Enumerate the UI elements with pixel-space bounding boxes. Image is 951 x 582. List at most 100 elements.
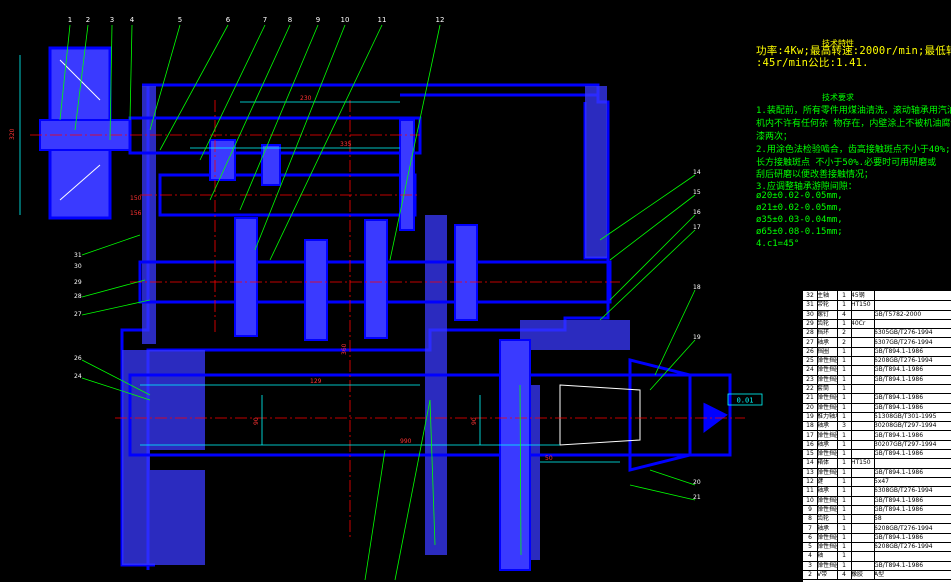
parts-table-cell	[851, 449, 875, 459]
parts-table-cell: HT150	[851, 458, 875, 468]
parts-table-cell: 31	[803, 300, 818, 310]
parts-table-cell: 弹性挡圈	[817, 449, 838, 459]
parts-table-cell	[851, 309, 875, 319]
gears	[209, 119, 531, 571]
parts-table-row: 20弹性挡圈1GB/T894.1-1986	[803, 402, 951, 413]
parts-table-cell: 1	[837, 374, 852, 384]
specs-line: 功率:4Kw;最高转速:2000r/min;最低转速	[756, 45, 951, 57]
parts-table-cell: 12	[803, 477, 818, 487]
parts-table-cell: 弹性挡圈	[817, 402, 838, 412]
callout-label: 12	[436, 16, 445, 24]
parts-table-cell: 9	[803, 504, 818, 515]
parts-table-cell: 3	[837, 421, 852, 431]
parts-table-cell: GB/T894.1-1986	[874, 394, 924, 402]
parts-table-cell: 弹性挡圈	[817, 430, 838, 440]
parts-table-cell: 轴承	[817, 523, 838, 533]
callout-label: 1	[68, 16, 72, 24]
callout-label: 8	[288, 16, 292, 24]
parts-table-cell: 10	[803, 495, 818, 505]
parts-table-cell: 2	[837, 337, 852, 347]
parts-table-cell: 弹性挡圈	[817, 495, 838, 505]
parts-table-cell: 3	[803, 560, 818, 570]
parts-table-cell: 6208GB/T276-1994	[874, 357, 933, 365]
callout-label: 18	[693, 284, 701, 291]
callout-label: 20	[693, 479, 701, 486]
center-lines	[30, 100, 745, 540]
parts-table-cell: 32	[803, 291, 818, 301]
parts-table-cell: GB/T894.1-1986	[874, 375, 924, 383]
parts-table-cell	[851, 523, 875, 533]
parts-table-cell: 弹性挡圈	[817, 560, 838, 570]
parts-table-cell: 1	[837, 356, 852, 366]
parts-table-cell: 1	[837, 402, 852, 412]
specs-title: 技术特性	[822, 39, 854, 48]
main-spindle	[128, 373, 732, 457]
parts-table-cell: 弹性挡圈	[817, 532, 838, 543]
callout-label: 14	[693, 169, 701, 176]
parts-table-cell	[851, 374, 875, 384]
parts-table-cell: 齿轮	[817, 514, 838, 524]
spindle-nose	[559, 358, 728, 472]
parts-table-cell: 40Cr	[851, 318, 875, 329]
parts-table-cell: 6208GB/T276-1994	[874, 543, 933, 551]
parts-table-cell: 27	[803, 337, 818, 347]
parts-table-cell: 30207GB/T297-1994	[874, 440, 937, 448]
parts-table-cell	[874, 458, 951, 467]
parts-table-cell: 齿轮	[817, 318, 838, 329]
parts-table-cell: 1	[837, 486, 852, 496]
requirement-line: ø35±0.03-0.04mm,	[756, 215, 843, 225]
parts-table-cell: 1	[837, 532, 852, 543]
parts-table-cell: 1	[837, 560, 852, 570]
parts-table-cell: 6208GB/T276-1994	[874, 524, 933, 532]
callout-label: 9	[316, 16, 320, 24]
parts-table-cell: 4	[803, 551, 818, 561]
parts-table-cell: 弹性挡圈	[817, 365, 838, 375]
parts-table-cell: 51308GB/T301-1995	[874, 412, 937, 420]
dimension-value: 50	[545, 455, 553, 462]
parts-table-cell	[851, 486, 875, 496]
requirements-title: 技术要求	[822, 93, 854, 102]
parts-table-cell: 弹性挡圈	[817, 504, 838, 515]
callout-label: 15	[693, 189, 701, 196]
dimension-value: 150	[130, 195, 142, 202]
parts-table-cell: 5x47	[874, 478, 890, 485]
parts-table-cell	[851, 346, 875, 357]
leader-lines	[59, 24, 696, 581]
parts-table-cell: 1	[837, 542, 852, 552]
parts-table-cell: 19	[803, 411, 818, 422]
parts-table-cell	[851, 365, 875, 375]
parts-table-row: 21弹性挡圈1GB/T894.1-1986	[803, 393, 951, 404]
parts-table-cell: 21	[803, 393, 818, 403]
parts-table-cell: 1	[837, 365, 852, 375]
requirement-line: 漆两次；	[756, 132, 793, 142]
left-callout-labels: 31 30 29 28 27 26 24	[74, 252, 82, 380]
requirement-line: 4.c1=45°	[756, 239, 800, 249]
specs-line: :45r/min公比:1.41.	[756, 57, 869, 69]
parts-table-cell: 轴承	[817, 421, 838, 431]
parts-table-row: 19推力轴承151308GB/T301-1995	[803, 411, 951, 423]
parts-table-row: 10弹性挡圈1GB/T894.1-1986	[803, 495, 951, 506]
parts-table-cell: 1	[837, 291, 852, 301]
dimension-value: 335	[340, 141, 352, 148]
parts-table-cell: 套筒	[817, 384, 838, 394]
dimension-value: 129	[310, 378, 322, 385]
callout-label: 21	[693, 494, 701, 501]
parts-table-cell	[851, 467, 875, 477]
parts-table-cell: 6308GB/T276-1994	[874, 487, 933, 495]
parts-table-cell: 1	[837, 449, 852, 459]
parts-table-cell	[851, 514, 875, 524]
parts-table-cell	[851, 542, 875, 552]
tolerance-frame: 0.01	[727, 393, 763, 406]
parts-table-cell: GB/T894.1-1986	[874, 496, 924, 504]
parts-table-cell	[851, 393, 875, 403]
parts-table-cell: 6305GB/T276-1994	[874, 329, 933, 337]
parts-table-cell	[851, 430, 875, 440]
parts-table-row: 15弹性挡圈1GB/T894.1-1986	[803, 449, 951, 460]
callout-label: 24	[74, 373, 82, 380]
parts-table-cell	[851, 384, 875, 394]
